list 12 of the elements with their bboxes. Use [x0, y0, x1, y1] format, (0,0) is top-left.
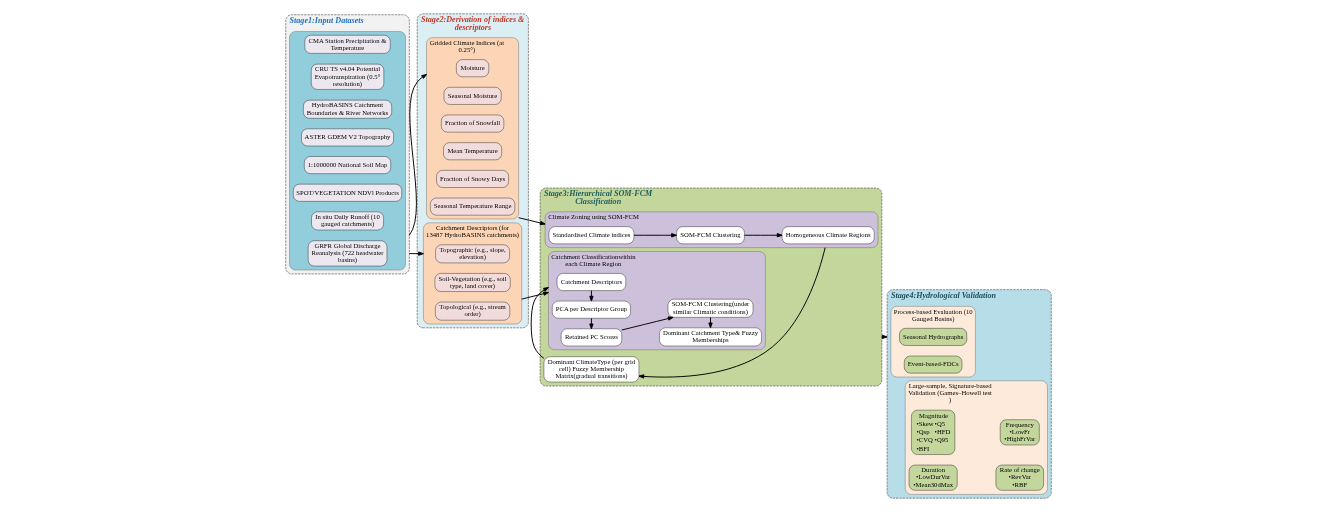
arrow [633, 233, 677, 238]
arrow [588, 290, 594, 302]
arrow [707, 316, 713, 329]
arrow [638, 247, 826, 379]
arrow [520, 291, 549, 300]
arrow [530, 287, 549, 359]
arrow [408, 251, 424, 256]
arrow [408, 73, 427, 236]
arrow [588, 317, 594, 330]
arrow [517, 217, 546, 226]
arrow [620, 316, 674, 331]
arrow [743, 233, 783, 238]
